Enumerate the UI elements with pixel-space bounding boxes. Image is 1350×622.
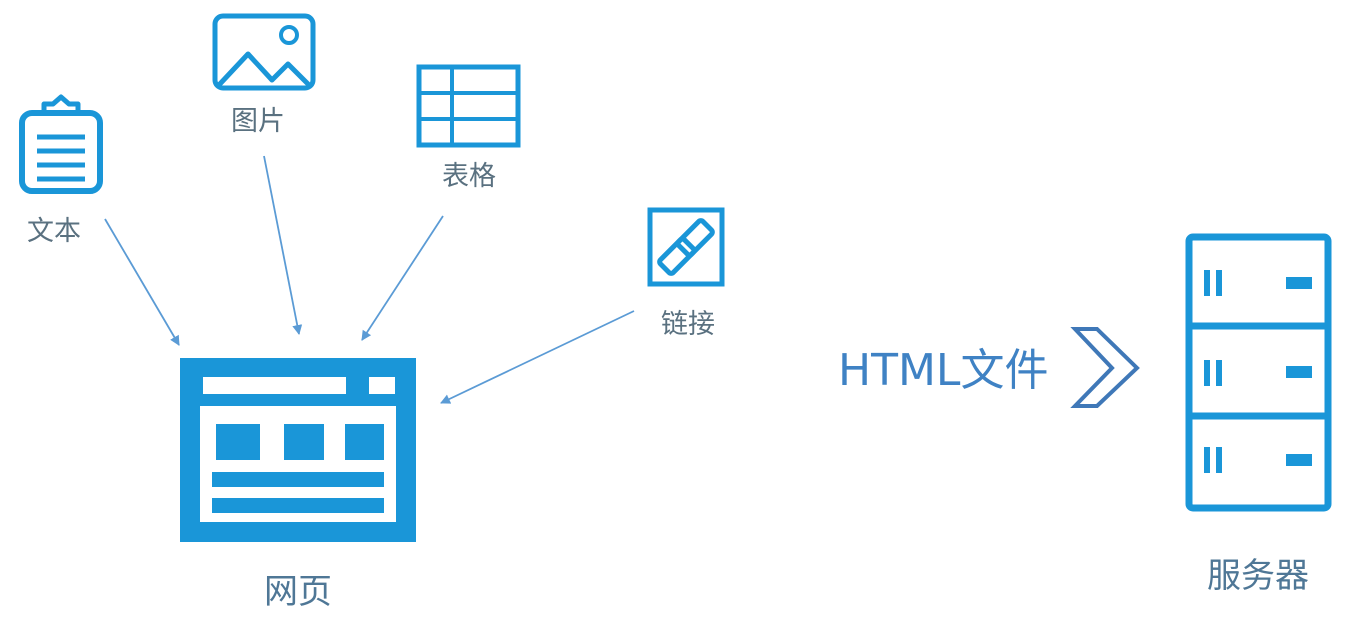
html-file-label: HTML文件 [838, 345, 1048, 396]
table-label: 表格 [442, 161, 496, 192]
link-label: 链接 [661, 309, 715, 340]
server-icon [1185, 233, 1332, 512]
server-label: 服务器 [1207, 556, 1309, 596]
arrows [104, 155, 635, 404]
clipboard-icon [19, 94, 103, 194]
image-icon [212, 13, 316, 91]
arrow-image-to-webpage [263, 155, 303, 335]
arrow-text-to-webpage [104, 218, 180, 346]
arrow-table-to-webpage [361, 215, 444, 341]
webpage-label: 网页 [264, 572, 332, 612]
text-label: 文本 [27, 216, 81, 247]
table-icon [416, 64, 521, 148]
image-label: 图片 [231, 106, 285, 137]
arrow-link-to-webpage [440, 310, 635, 404]
chevron-right-icon [1070, 327, 1140, 408]
link-icon [647, 207, 725, 287]
webpage-icon [180, 358, 416, 542]
